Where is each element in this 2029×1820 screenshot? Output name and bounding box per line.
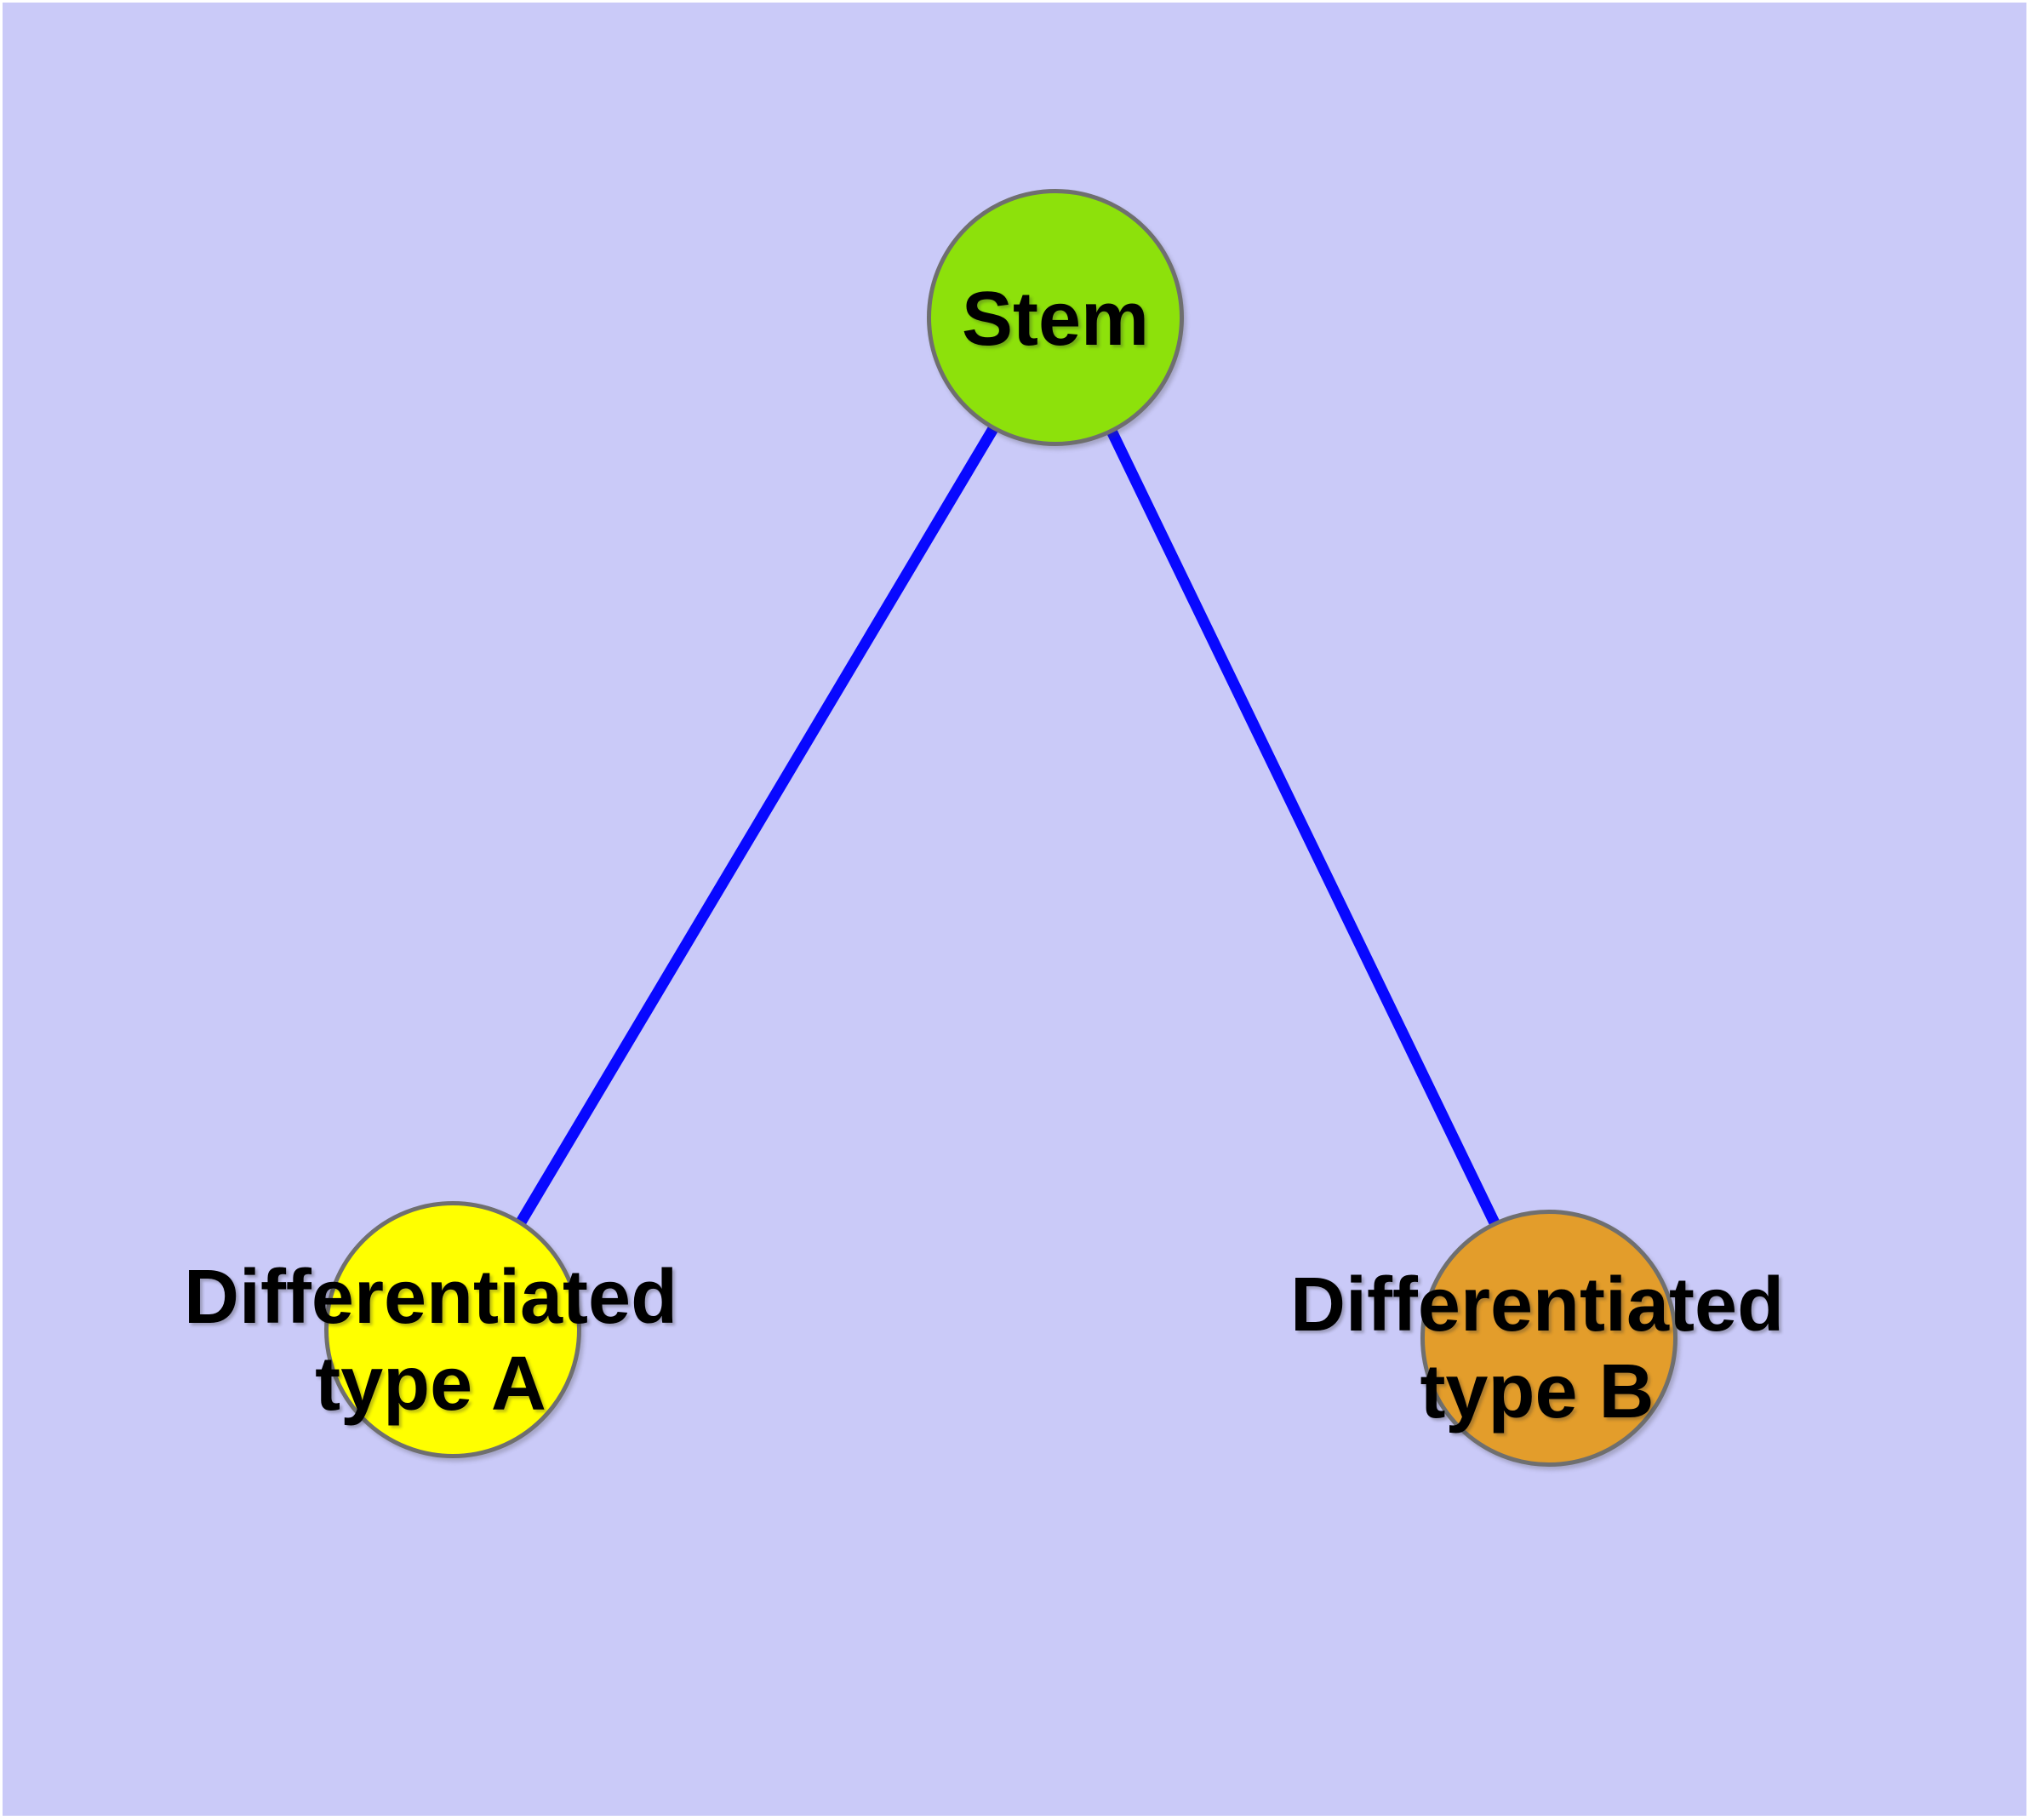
edge-stem-to-type-b[interactable]	[1052, 314, 1557, 1347]
edges-layer	[449, 314, 1557, 1347]
node-label-line: type A	[315, 1342, 546, 1427]
node-label-stem: Stem	[962, 276, 1149, 363]
node-stem[interactable]	[927, 189, 1184, 446]
node-label-line: Differentiated	[183, 1255, 678, 1340]
edge-stem-to-type-a[interactable]	[449, 314, 1064, 1338]
node-label-line: Stem	[961, 277, 1150, 362]
node-label-line: type B	[1420, 1349, 1655, 1434]
node-type-a[interactable]	[324, 1201, 581, 1458]
node-type-b[interactable]	[1420, 1210, 1677, 1467]
node-label-line: Differentiated	[1289, 1262, 1785, 1348]
